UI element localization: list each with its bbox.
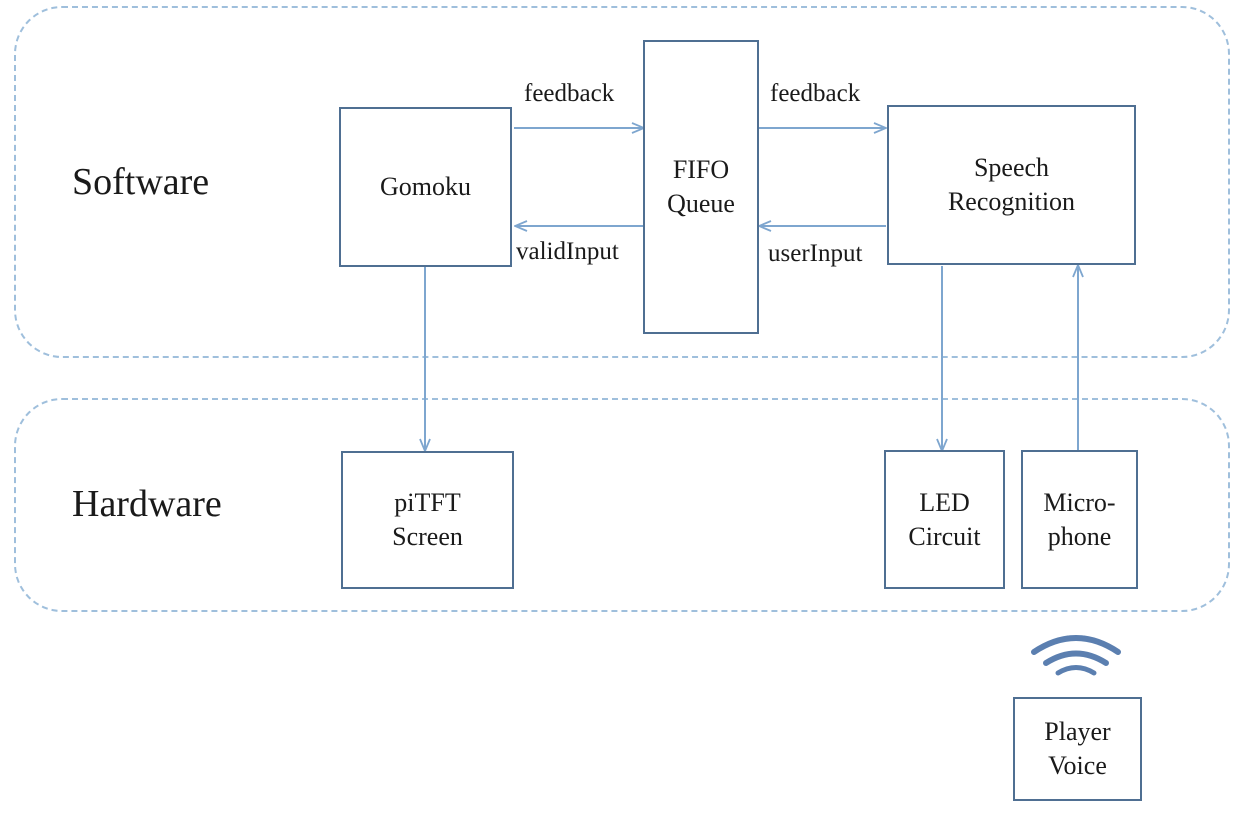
fifo-queue-box: FIFO Queue	[643, 40, 759, 334]
pitft-screen-label: piTFT Screen	[392, 488, 463, 551]
hardware-region-label: Hardware	[72, 483, 222, 525]
edge-label-validinput: validInput	[516, 238, 619, 265]
software-region	[14, 6, 1230, 358]
player-voice-box: Player Voice	[1013, 697, 1142, 801]
software-region-label: Software	[72, 161, 210, 203]
speech-recognition-box: Speech Recognition	[887, 105, 1136, 265]
edge-label-feedback-right: feedback	[770, 80, 861, 107]
hardware-region	[14, 398, 1230, 612]
speech-recognition-label: Speech Recognition	[947, 153, 1076, 216]
pitft-screen-box: piTFT Screen	[341, 451, 514, 589]
led-circuit-label: LED Circuit	[908, 487, 981, 551]
microphone-box: Micro- phone	[1021, 450, 1138, 589]
edge-label-feedback-left: feedback	[524, 80, 615, 107]
sound-waves-icon	[1031, 635, 1121, 676]
gomoku-label: Gomoku	[380, 172, 471, 202]
gomoku-box: Gomoku	[339, 107, 512, 267]
led-circuit-box: LED Circuit	[884, 450, 1005, 589]
edge-label-userinput: userInput	[768, 240, 863, 267]
microphone-label: Micro- phone	[1043, 487, 1116, 551]
player-voice-label: Player Voice	[1044, 717, 1111, 780]
fifo-queue-label: FIFO Queue	[667, 155, 735, 218]
